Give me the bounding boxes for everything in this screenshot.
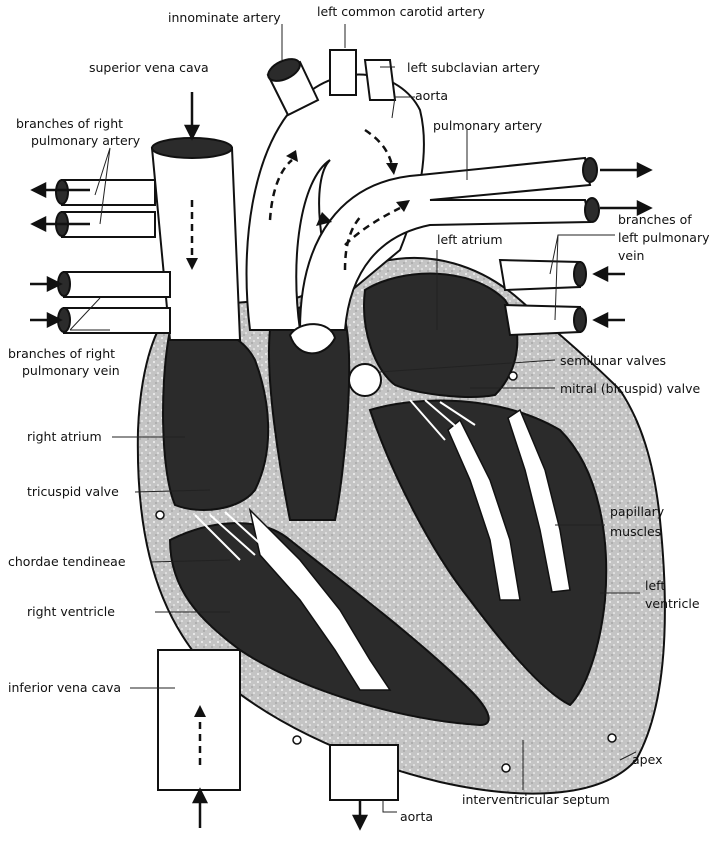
- label-branches-right-pulmonary-artery-2: pulmonary artery: [31, 133, 141, 148]
- label-left-common-carotid-artery: left common carotid artery: [317, 4, 485, 19]
- coronary-vessel-dot: [608, 734, 616, 742]
- label-aorta-top: aorta: [415, 88, 448, 103]
- superior-vena-cava-opening: [152, 138, 232, 158]
- right-pulmonary-vein-branch-1: [64, 272, 170, 297]
- aorta-bottom-vessel: [330, 745, 398, 800]
- left-common-carotid-vessel: [330, 50, 356, 95]
- label-left-ventricle-1: left: [645, 578, 665, 593]
- label-branches-left-pulmonary-vein-1: branches of: [618, 212, 692, 227]
- left-atrium-chamber: [364, 274, 517, 397]
- inferior-vena-cava: [158, 650, 240, 790]
- label-apex: apex: [632, 752, 662, 767]
- left-pulmonary-vein-branch-2: [505, 305, 580, 335]
- label-aorta-bottom: aorta: [400, 809, 433, 824]
- label-left-atrium: left atrium: [437, 232, 503, 247]
- label-inferior-vena-cava: inferior vena cava: [8, 680, 121, 695]
- label-branches-right-pulmonary-vein-2: pulmonary vein: [22, 363, 120, 378]
- label-superior-vena-cava: superior vena cava: [89, 60, 209, 75]
- label-right-ventricle: right ventricle: [27, 604, 115, 619]
- aortic-semilunar-valve: [349, 364, 381, 396]
- right-pulmonary-vein-branch-2: [64, 308, 170, 333]
- right-pulmonary-artery-opening-1: [56, 180, 68, 204]
- coronary-vessel-dot: [156, 511, 164, 519]
- left-subclavian-vessel: [365, 60, 395, 100]
- label-branches-left-pulmonary-vein-2: left pulmonary: [618, 230, 710, 245]
- label-tricuspid-valve: tricuspid valve: [27, 484, 119, 499]
- coronary-vessel-dot: [509, 372, 517, 380]
- label-chordae-tendineae: chordae tendineae: [8, 554, 126, 569]
- left-pulmonary-vein-opening-2: [574, 308, 586, 332]
- label-branches-left-pulmonary-vein-3: vein: [618, 248, 644, 263]
- label-left-subclavian-artery: left subclavian artery: [407, 60, 541, 75]
- right-pulmonary-artery-branch-1: [62, 180, 155, 205]
- left-pulmonary-artery-branch-1-opening: [583, 158, 597, 182]
- label-left-ventricle-2: ventricle: [645, 596, 700, 611]
- label-interventricular-septum: interventricular septum: [462, 792, 610, 807]
- label-branches-right-pulmonary-vein-1: branches of right: [8, 346, 115, 361]
- label-right-atrium: right atrium: [27, 429, 102, 444]
- coronary-vessel-dot: [293, 736, 301, 744]
- label-pulmonary-artery: pulmonary artery: [433, 118, 543, 133]
- label-branches-right-pulmonary-artery-1: branches of right: [16, 116, 123, 131]
- left-pulmonary-vein-branch-1: [500, 260, 580, 290]
- label-papillary-muscles-2: muscles: [610, 524, 661, 539]
- coronary-vessel-dot: [502, 764, 510, 772]
- right-atrium-chamber: [163, 326, 268, 510]
- label-semilunar-valves: semilunar valves: [560, 353, 666, 368]
- label-mitral-valve: mitral (bicuspid) valve: [560, 381, 701, 396]
- label-innominate-artery: innominate artery: [168, 10, 281, 25]
- left-pulmonary-vein-opening-1: [574, 262, 586, 286]
- left-pulmonary-artery-branch-2-opening: [585, 198, 599, 222]
- label-papillary-muscles-1: papillary: [610, 504, 665, 519]
